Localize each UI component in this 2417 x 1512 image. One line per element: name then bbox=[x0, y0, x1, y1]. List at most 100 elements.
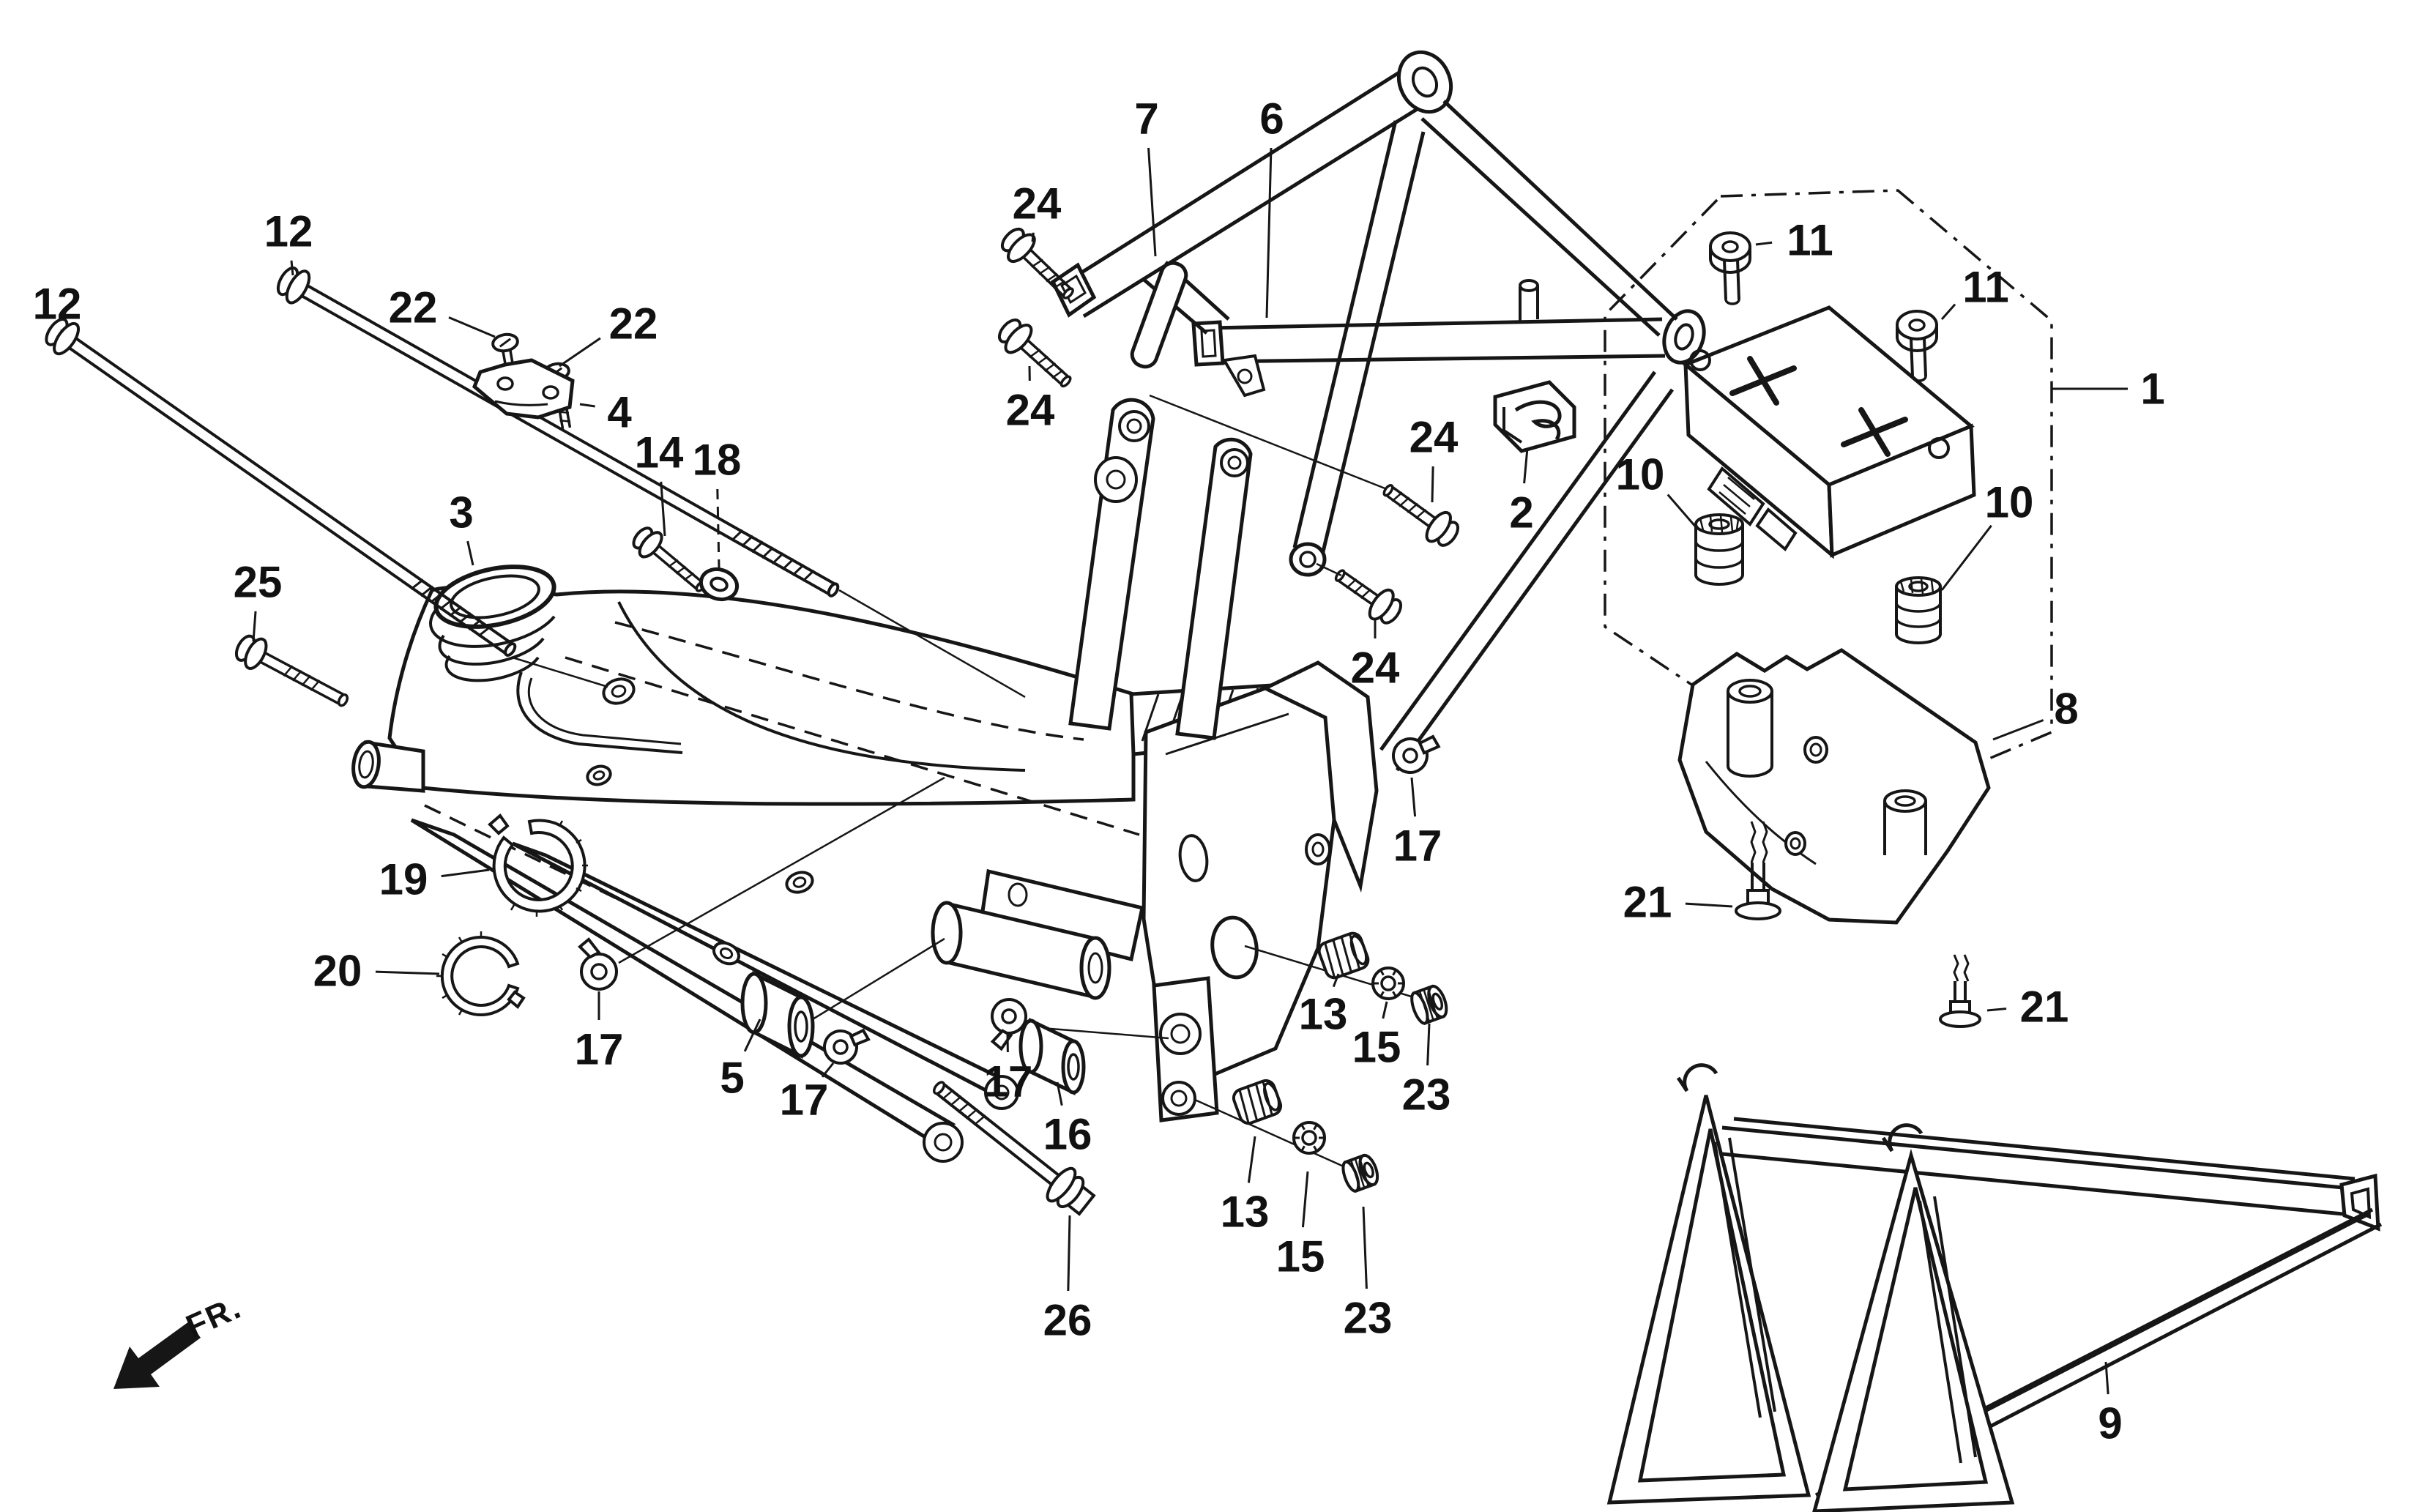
callout-number: 10 bbox=[1985, 478, 2034, 527]
stand-middle-triangle bbox=[1812, 1123, 2015, 1512]
callout-number: 6 bbox=[1259, 94, 1284, 144]
callout-number: 12 bbox=[264, 207, 313, 256]
callout-7-9: 7 bbox=[1134, 94, 1159, 257]
callout-24-14: 24 bbox=[1351, 618, 1400, 693]
callout-leader bbox=[1523, 447, 1529, 484]
callout-16-33: 16 bbox=[1043, 1081, 1092, 1159]
frame-lower-clevis bbox=[1152, 976, 1219, 1122]
ecu-unit bbox=[1682, 305, 1976, 559]
part-2-clip bbox=[1493, 380, 1576, 453]
callout-leader bbox=[1031, 232, 1035, 242]
callout-number: 15 bbox=[1352, 1023, 1401, 1072]
part-4-bracket bbox=[472, 358, 575, 420]
callout-number: 24 bbox=[1006, 386, 1055, 435]
part-24-bolts bbox=[997, 227, 1460, 625]
part-10-grommets bbox=[1694, 513, 1942, 644]
callout-12-0: 12 bbox=[33, 280, 82, 333]
callout-number: 11 bbox=[1962, 263, 2008, 312]
callout-leader bbox=[1265, 147, 1273, 319]
callout-number: 4 bbox=[607, 388, 632, 437]
callout-11-17: 11 bbox=[1940, 263, 2009, 320]
callout-number: 11 bbox=[1787, 216, 1833, 265]
callout-number: 12 bbox=[33, 280, 82, 329]
work-stand bbox=[1606, 1063, 2383, 1512]
callout-17-25: 17 bbox=[1393, 777, 1442, 871]
callout-20-39: 20 bbox=[313, 947, 440, 996]
part-15-lock-nuts bbox=[1292, 967, 1405, 1155]
callout-26-34: 26 bbox=[1043, 1215, 1092, 1345]
callout-22-3: 22 bbox=[559, 299, 658, 368]
callout-17-37: 17 bbox=[575, 991, 624, 1074]
callout-leader bbox=[1940, 303, 1956, 320]
callout-9-24: 9 bbox=[2098, 1361, 2123, 1448]
callout-number: 13 bbox=[1221, 1188, 1270, 1237]
callout-leader bbox=[743, 1018, 761, 1052]
callout-leader bbox=[1755, 241, 1773, 246]
callout-leader bbox=[660, 481, 666, 537]
callout-4-4: 4 bbox=[579, 388, 632, 437]
callout-number: 25 bbox=[234, 558, 283, 607]
part-18-washer bbox=[699, 567, 740, 602]
callout-leader bbox=[290, 260, 294, 276]
callout-number: 17 bbox=[1393, 822, 1442, 871]
callout-number: 24 bbox=[1351, 644, 1400, 693]
part-17-washers bbox=[578, 734, 1441, 1065]
callout-6-10: 6 bbox=[1259, 94, 1284, 319]
callout-13-26: 13 bbox=[1299, 973, 1348, 1039]
callout-leader bbox=[1332, 973, 1340, 988]
callout-number: 21 bbox=[2020, 983, 2069, 1032]
part-21-bolts bbox=[1735, 821, 1981, 1028]
callout-leader bbox=[821, 1062, 835, 1078]
callout-2-15: 2 bbox=[1509, 447, 1534, 537]
callout-leader bbox=[559, 337, 601, 368]
callout-number: 17 bbox=[575, 1025, 624, 1074]
callout-leader bbox=[448, 316, 496, 338]
callout-number: 20 bbox=[313, 947, 362, 996]
part-23-adjuster-nuts bbox=[1341, 984, 1448, 1193]
part-19-snap-ring bbox=[488, 813, 588, 917]
callout-number: 23 bbox=[1402, 1070, 1451, 1120]
callout-leader bbox=[1301, 1171, 1309, 1228]
callout-number: 10 bbox=[1616, 450, 1665, 499]
callout-leader bbox=[1362, 1206, 1368, 1289]
main-frame bbox=[351, 398, 1424, 1172]
callout-25-8: 25 bbox=[234, 558, 283, 642]
callout-leader bbox=[1067, 1215, 1071, 1292]
callout-14-5: 14 bbox=[635, 428, 684, 537]
callout-12-1: 12 bbox=[264, 207, 313, 276]
callout-11-16: 11 bbox=[1755, 216, 1833, 265]
callout-24-11: 24 bbox=[1013, 179, 1062, 242]
callout-leader bbox=[252, 611, 257, 642]
part-16-collar bbox=[1018, 1018, 1086, 1095]
callout-number: 19 bbox=[379, 855, 428, 904]
callout-5-35: 5 bbox=[720, 1018, 761, 1103]
callout-leader bbox=[1940, 524, 1992, 591]
callout-leader bbox=[1685, 902, 1733, 908]
part-8-bracket bbox=[1677, 648, 1991, 925]
callout-leader bbox=[441, 868, 490, 878]
callout-number: 13 bbox=[1299, 990, 1348, 1039]
part-11-screws bbox=[1709, 231, 1938, 382]
callout-leader bbox=[579, 403, 595, 408]
part-13-springs bbox=[1232, 931, 1370, 1125]
frame-front-lug bbox=[351, 740, 425, 793]
callout-leader bbox=[1382, 1001, 1388, 1019]
callout-18-6: 18 bbox=[693, 436, 741, 569]
part-7-rubber-pad bbox=[1130, 261, 1188, 369]
callout-number: 14 bbox=[635, 428, 684, 477]
callout-8-21: 8 bbox=[1992, 685, 2079, 741]
bracket-boss bbox=[1727, 679, 1927, 856]
callout-leader bbox=[466, 540, 474, 566]
callout-number: 1 bbox=[2140, 365, 2164, 414]
callout-leader bbox=[375, 970, 440, 975]
callout-24-12: 24 bbox=[1006, 365, 1055, 435]
callout-21-22: 21 bbox=[1623, 878, 1733, 927]
callout-leader bbox=[1426, 1023, 1431, 1066]
callout-number: 5 bbox=[720, 1054, 744, 1103]
callout-number: 24 bbox=[1409, 413, 1459, 462]
callout-21-23: 21 bbox=[1986, 983, 2069, 1032]
callout-number: 21 bbox=[1623, 878, 1672, 927]
part-20-snap-ring bbox=[436, 931, 526, 1016]
